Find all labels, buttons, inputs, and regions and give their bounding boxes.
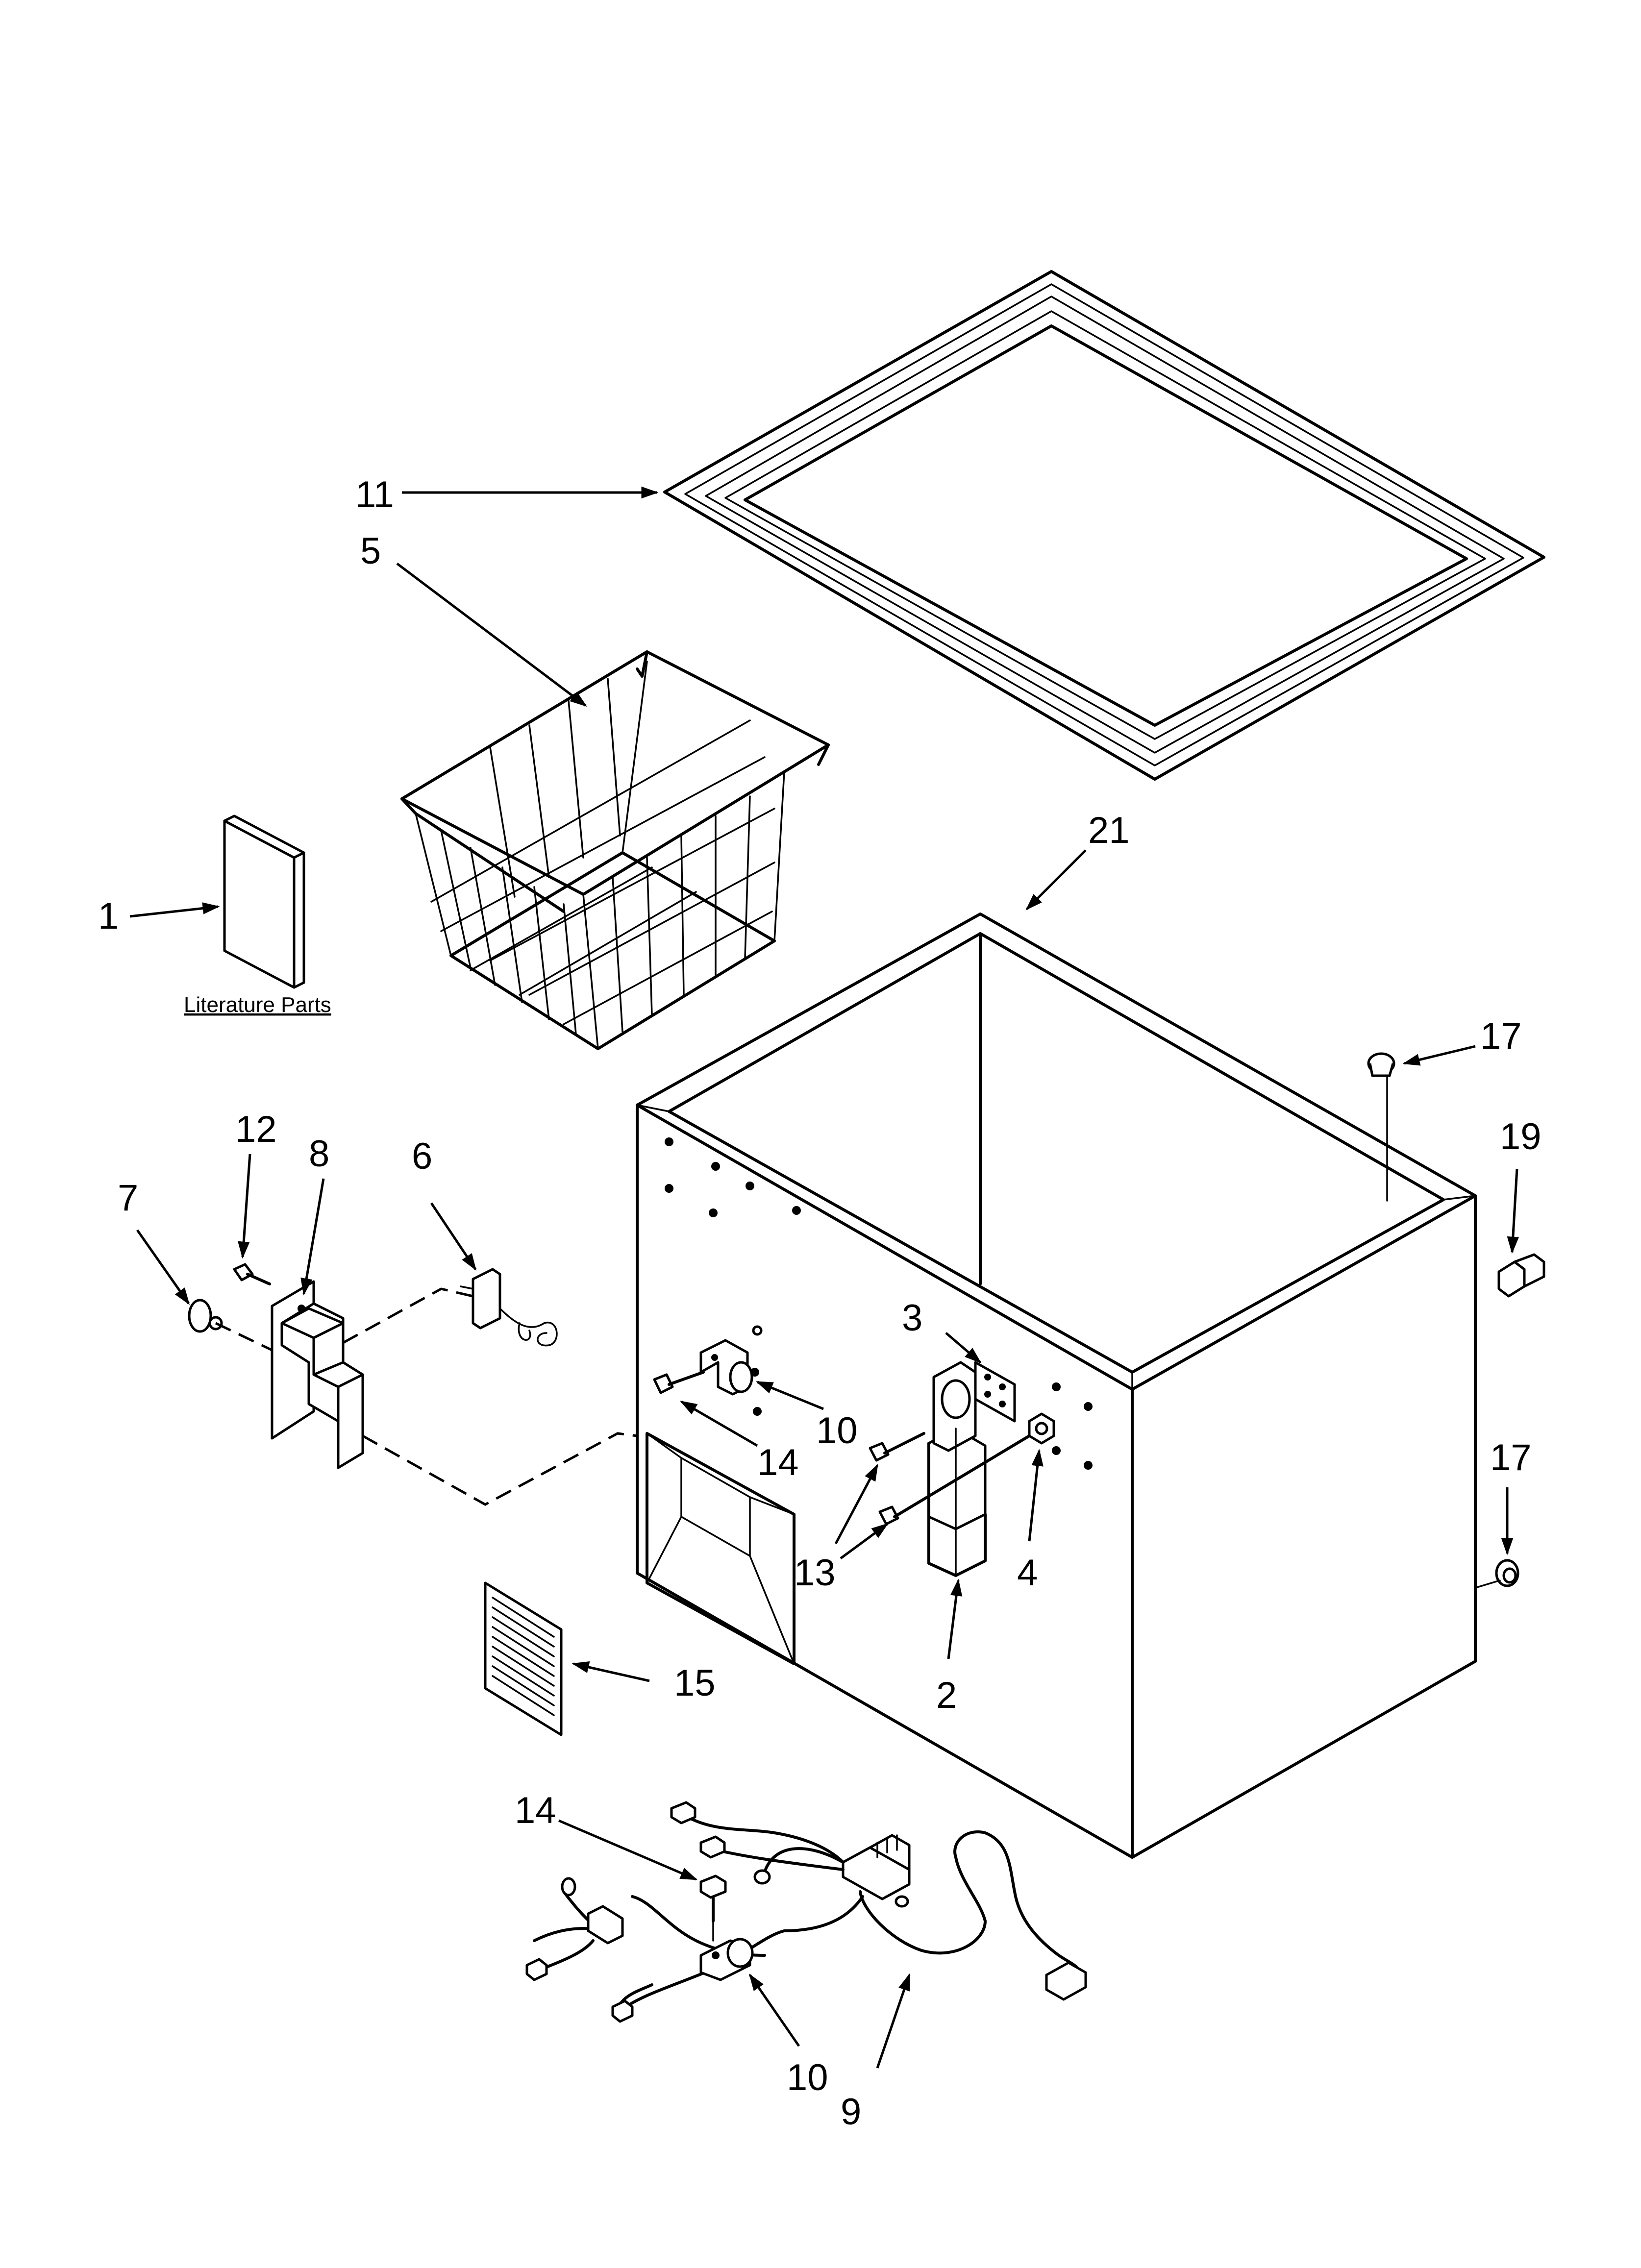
- callout-13: 13: [794, 1552, 836, 1594]
- bracket-lower: [699, 1938, 754, 1981]
- hinge-plate: [974, 1361, 1016, 1423]
- callout-19: 19: [1500, 1116, 1542, 1158]
- hinge-screws: [869, 1432, 1031, 1526]
- control-housing: [271, 1280, 364, 1469]
- leader-lines: [129, 486, 1519, 2069]
- wiring-harness: [525, 1801, 1087, 2023]
- grille: [484, 1581, 563, 1736]
- callout-3: 3: [902, 1297, 922, 1339]
- callout-10-upper: 10: [816, 1410, 858, 1452]
- callout-labels: 11 5 1 Literature Parts 21 17 19 17 12 8…: [98, 474, 1542, 2133]
- bushing: [1028, 1412, 1055, 1445]
- callout-4: 4: [1017, 1552, 1038, 1594]
- callout-5: 5: [360, 530, 381, 572]
- callout-10-lower: 10: [787, 2057, 828, 2098]
- thermostat: [460, 1268, 558, 1347]
- plug-17-lower: [1474, 1559, 1519, 1589]
- callout-17-lower: 17: [1490, 1437, 1532, 1479]
- callout-9: 9: [841, 2091, 861, 2133]
- callout-6: 6: [412, 1135, 432, 1177]
- callout-11: 11: [355, 474, 394, 516]
- screw-lower: [699, 1874, 727, 1942]
- bracket-upper: [699, 1325, 763, 1396]
- lid-gasket: [663, 270, 1545, 781]
- cabinet: [636, 912, 1477, 1859]
- literature-caption: Literature Parts: [184, 993, 331, 1017]
- callout-14-upper: 14: [757, 1442, 799, 1483]
- callout-14-lower: 14: [515, 1790, 556, 1831]
- callout-15: 15: [674, 1662, 716, 1704]
- screw-12: [233, 1263, 271, 1285]
- callout-17-upper: 17: [1480, 1015, 1522, 1057]
- callout-12: 12: [235, 1109, 277, 1150]
- wire-basket: [400, 650, 830, 1050]
- plug-17-upper: [1367, 1052, 1395, 1077]
- assembly-lines: [215, 1287, 638, 1506]
- callout-21: 21: [1088, 810, 1130, 851]
- callout-7: 7: [118, 1177, 138, 1219]
- fitting-19: [1497, 1253, 1545, 1298]
- screw-upper: [653, 1371, 705, 1394]
- callout-2: 2: [936, 1675, 957, 1716]
- callout-1: 1: [98, 895, 119, 937]
- literature-book: [223, 814, 305, 989]
- callout-8: 8: [309, 1133, 329, 1175]
- control-knob: [188, 1299, 223, 1333]
